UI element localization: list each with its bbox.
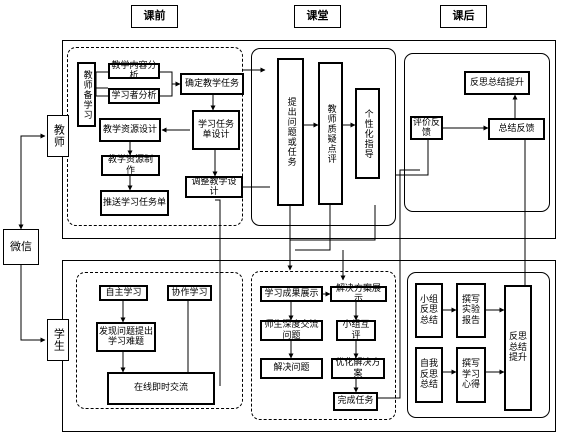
role-teacher: 教师	[47, 115, 69, 157]
course-prep-box: 教师备学习	[77, 62, 96, 127]
feedback-box: 总结反馈	[488, 118, 545, 140]
online-exchange-box: 在线即时交流	[107, 372, 215, 405]
self-study-box: 自主学习	[99, 285, 148, 301]
group-reflection-box: 小组反思总结	[415, 283, 443, 338]
role-student: 学生	[47, 319, 69, 361]
header-in-class: 课堂	[294, 5, 341, 28]
wechat-box: 微信	[3, 229, 39, 265]
write-report-box: 撰写实验报告	[456, 283, 486, 338]
reflect-summary-box: 反思总结提升	[464, 71, 530, 95]
set-goals-box: 确定教学任务	[180, 73, 244, 95]
header-post-class: 课后	[440, 5, 487, 28]
student-in-group	[251, 271, 396, 420]
task-design-box: 学习任务单设计	[192, 110, 240, 150]
refine-solution-box: 优化解决方案	[331, 358, 385, 379]
header-pre-class: 课前	[131, 5, 178, 28]
show-solution-box: 解决方案展示	[330, 284, 387, 304]
adjust-design-box: 调整教学设计	[185, 176, 243, 198]
content-analysis-box: 教学内容分析	[108, 61, 160, 81]
cooperative-study-box: 协作学习	[167, 285, 212, 301]
pose-questions-box: 提出问题或任务	[277, 58, 304, 206]
push-tasks-box: 推送学习任务单	[100, 190, 169, 216]
explore-questions-box: 师生深度交流问题	[260, 320, 323, 341]
teacher-in-group	[251, 48, 396, 226]
resource-design-box: 教学资源设计	[99, 118, 161, 142]
resolve-questions-box: 解决问题	[260, 358, 323, 379]
teacher-post-group	[404, 53, 550, 212]
group-evaluation-box: 小组互评	[336, 320, 376, 341]
student-reflect-summary-box: 反思总结提升	[504, 285, 532, 411]
self-reflection-box: 自我反思总结	[415, 347, 443, 403]
identify-questions-box: 发现问题提出学习难题	[96, 322, 156, 352]
personal-guidance-box: 个性化指导	[355, 88, 380, 179]
teacher-review-box: 教师质疑点评	[318, 62, 343, 205]
resource-production-box: 教学资源制作	[101, 155, 160, 176]
write-notes-box: 撰写学习心得	[456, 347, 486, 403]
complete-task-box: 完成任务	[333, 392, 378, 411]
learner-analysis-box: 学习者分析	[108, 88, 160, 104]
student-pre-group	[76, 272, 243, 409]
student-post-group	[407, 272, 550, 418]
show-results-box: 学习成果展示	[260, 286, 323, 302]
evaluate-box: 评价反馈	[410, 116, 443, 140]
